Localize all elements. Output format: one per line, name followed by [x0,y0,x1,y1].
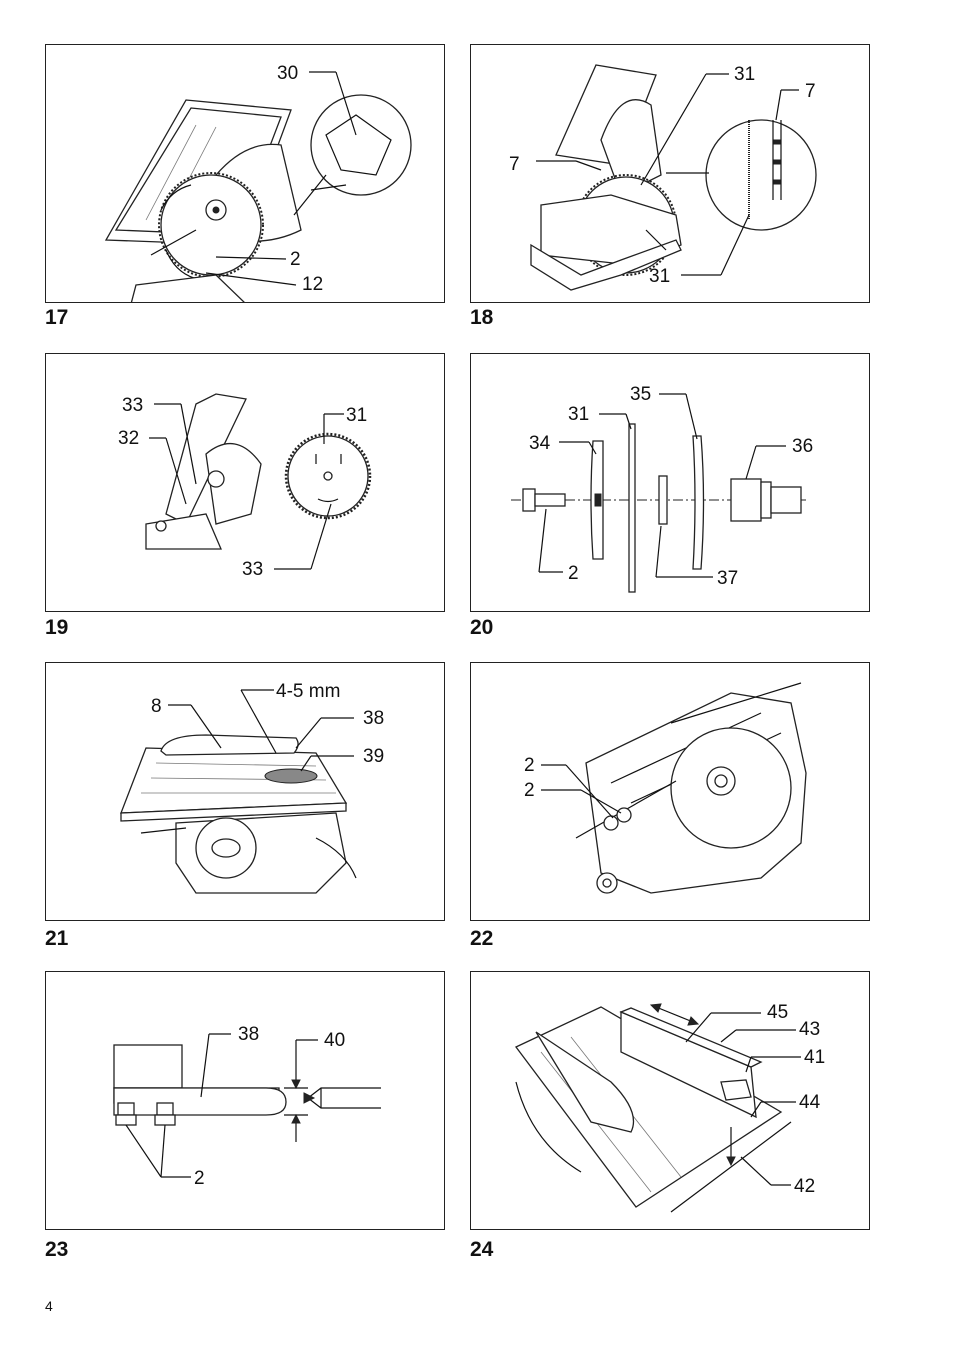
figure-19-callout-32: 32 [118,428,139,449]
figure-24-callout-45: 45 [767,1002,788,1023]
figure-18-callout-31-bottom: 31 [649,266,670,287]
figure-22-callout-2-upper: 2 [524,755,535,776]
figure-17-callout-2: 2 [290,249,301,270]
figure-18-panel: 31 7 7 31 [470,44,870,303]
figure-24-callout-44: 44 [799,1092,821,1113]
figure-18-callout-7-left: 7 [509,154,520,175]
figure-19-callout-33-top: 33 [122,395,143,416]
figure-23-callout-38: 38 [238,1024,259,1045]
figure-18-callout-31-top: 31 [734,64,755,85]
figure-20-callout-37: 37 [717,568,738,589]
figure-22-drawing: 2 2 [524,682,807,894]
figure-21-callout-38: 38 [363,708,384,729]
figure-23-callout-40: 40 [324,1030,345,1051]
figure-20-callout-31: 31 [568,404,589,425]
figure-19-drawing: 33 32 31 33 [118,393,372,580]
figure-19-panel: 33 32 31 33 [45,353,445,612]
figure-24-callout-41: 41 [804,1047,825,1068]
figure-20-callout-36: 36 [792,436,813,457]
figure-24-panel: 45 43 41 44 42 [470,971,870,1230]
figure-17-callout-30: 30 [277,63,298,84]
figure-19-number: 19 [45,616,69,639]
figure-23-panel: 38 40 2 [45,971,445,1230]
figure-17-callout-12: 12 [302,274,323,295]
figure-18-callout-7-right: 7 [805,81,816,102]
figure-20-callout-34: 34 [529,433,551,454]
figure-21-number: 21 [45,927,69,950]
figure-22-number: 22 [470,927,494,950]
figure-20-drawing: 35 31 34 36 2 37 [511,384,813,593]
figure-17-drawing: 30 2 12 [104,63,412,302]
figure-21-callout-39: 39 [363,746,384,767]
figure-20-callout-35: 35 [630,384,651,405]
figure-19-callout-31: 31 [346,405,367,426]
figure-18-drawing: 31 7 7 31 [509,64,817,291]
figure-20-panel: 35 31 34 36 2 37 [470,353,870,612]
figure-24-callout-43: 43 [799,1019,820,1040]
figure-22-callout-2-lower: 2 [524,780,535,801]
figure-18-number: 18 [470,306,494,329]
figure-20-callout-2: 2 [568,563,579,584]
figure-21-drawing: 8 4-5 mm 38 39 [120,681,384,894]
page-number: 4 [45,1298,53,1314]
figure-24-callout-42: 42 [794,1176,815,1197]
figure-17-number: 17 [45,306,69,329]
figure-24-number: 24 [470,1238,494,1261]
figure-19-callout-33-bottom: 33 [242,559,263,580]
figure-23-callout-2: 2 [194,1168,205,1189]
figure-21-callout-8: 8 [151,696,162,717]
figure-21-callout-gap: 4-5 mm [276,681,340,702]
figure-22-panel: 2 2 [470,662,870,921]
figure-17-panel: 30 2 12 [45,44,445,303]
figure-23-drawing: 38 40 2 [113,1024,381,1189]
figure-21-panel: 8 4-5 mm 38 39 [45,662,445,921]
figure-23-number: 23 [45,1238,69,1261]
figure-24-drawing: 45 43 41 44 42 [515,1002,825,1213]
figure-20-number: 20 [470,616,494,639]
